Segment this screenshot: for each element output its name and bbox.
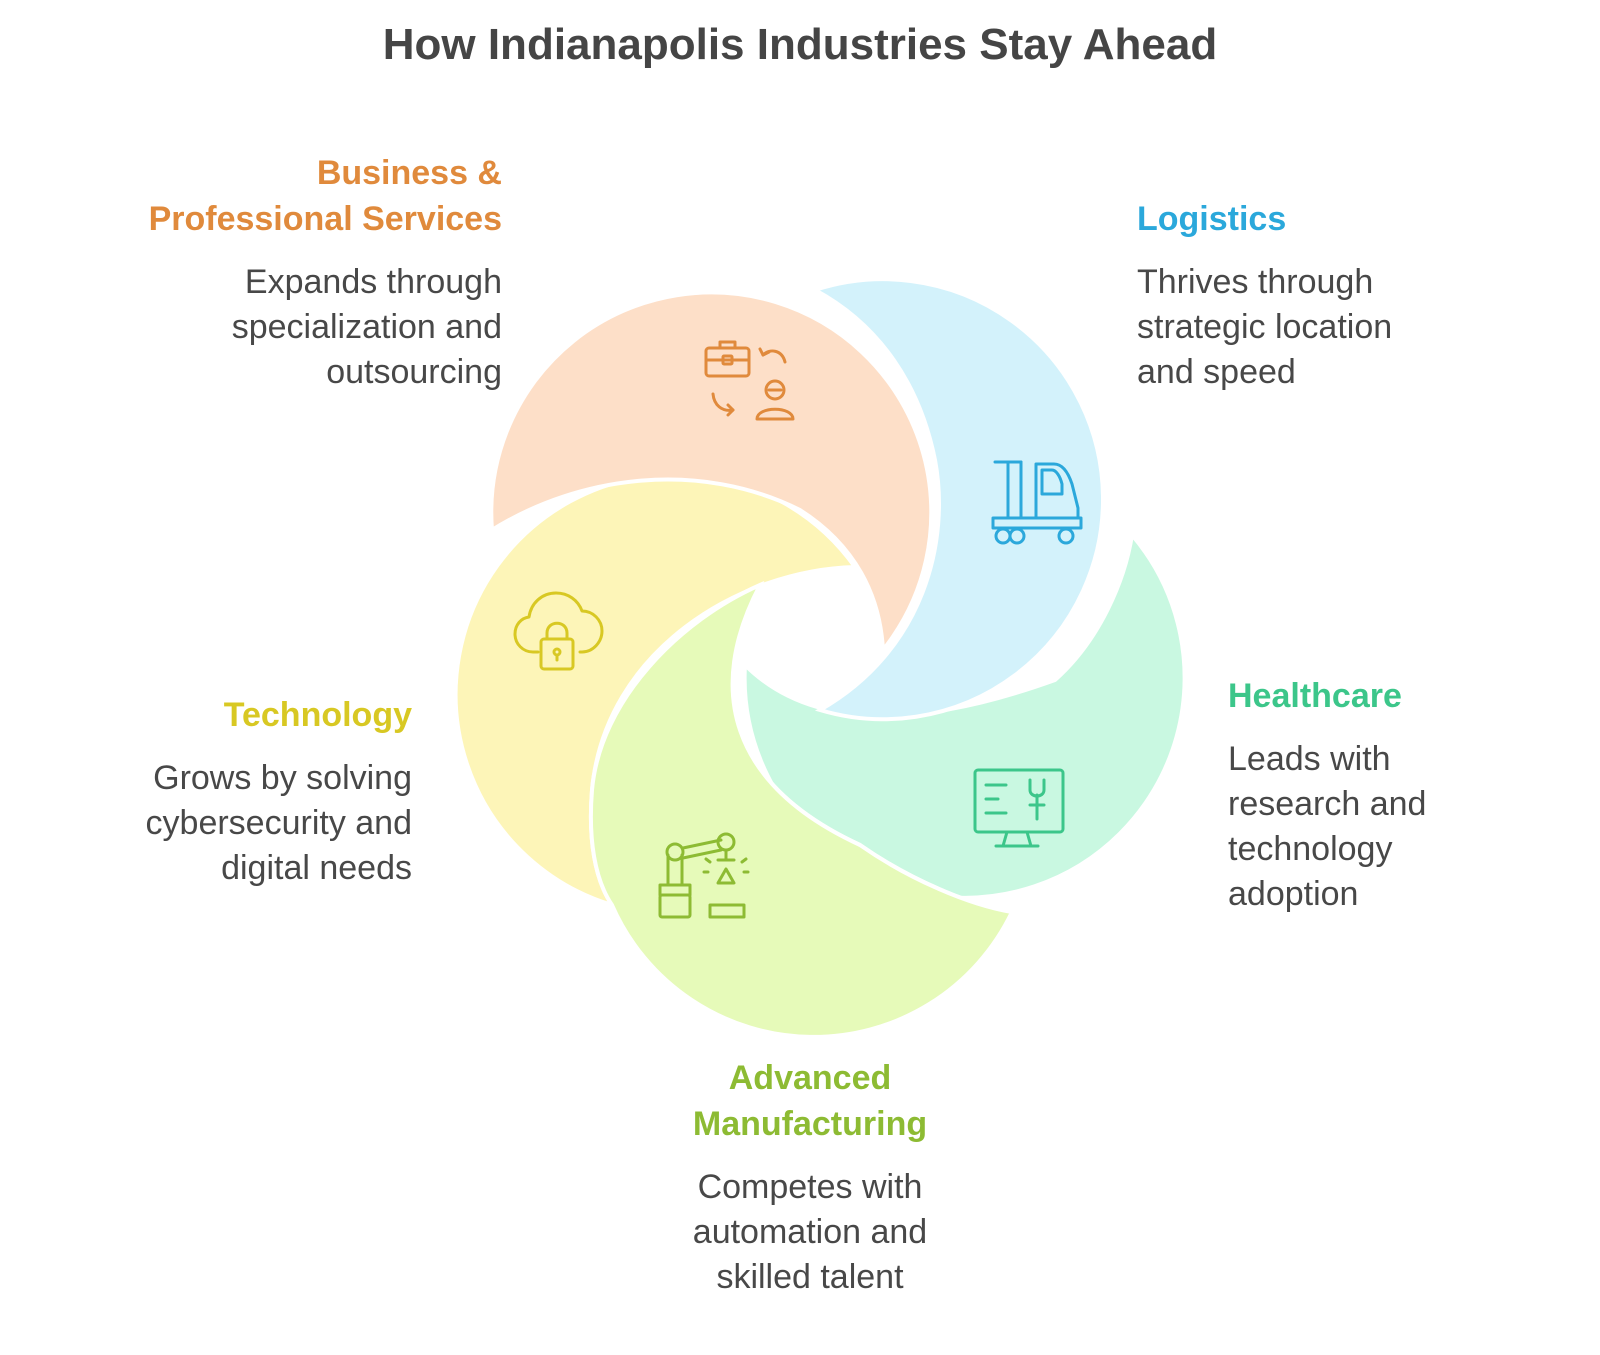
petal-business xyxy=(489,290,934,656)
robotic-arm-icon xyxy=(658,832,750,919)
briefcase-person-exchange-icon xyxy=(704,340,795,421)
logistics-section: Logistics Thrives through strategic loca… xyxy=(1137,196,1537,395)
page-title: How Indianapolis Industries Stay Ahead xyxy=(382,20,1218,69)
monitor-medical-icon xyxy=(973,768,1065,848)
business-heading: Business & Professional Services xyxy=(148,154,502,238)
technology-section: Technology Grows by solving cybersecurit… xyxy=(12,692,412,891)
technology-heading: Technology xyxy=(223,696,412,734)
healthcare-section: Healthcare Leads with research and techn… xyxy=(1228,673,1568,917)
petal-logistics xyxy=(809,277,1105,722)
cloud-lock-icon xyxy=(513,591,604,671)
technology-description: Grows by solving cybersecurity and digit… xyxy=(145,759,412,887)
petal-manufacturing-front xyxy=(588,580,1015,1039)
logistics-description: Thrives through strategic location and s… xyxy=(1137,263,1393,391)
healthcare-heading: Healthcare xyxy=(1228,677,1402,715)
business-section: Business & Professional Services Expands… xyxy=(82,150,502,395)
manufacturing-heading: Advanced Manufacturing xyxy=(692,1059,928,1143)
logistics-heading: Logistics xyxy=(1137,200,1287,238)
business-description: Expands through specialization and outso… xyxy=(231,263,502,391)
manufacturing-description: Competes with automation and skilled tal… xyxy=(692,1168,928,1296)
healthcare-description: Leads with research and technology adopt… xyxy=(1228,740,1427,913)
manufacturing-section: Advanced Manufacturing Competes with aut… xyxy=(600,1055,1020,1300)
truck-icon xyxy=(991,460,1083,545)
